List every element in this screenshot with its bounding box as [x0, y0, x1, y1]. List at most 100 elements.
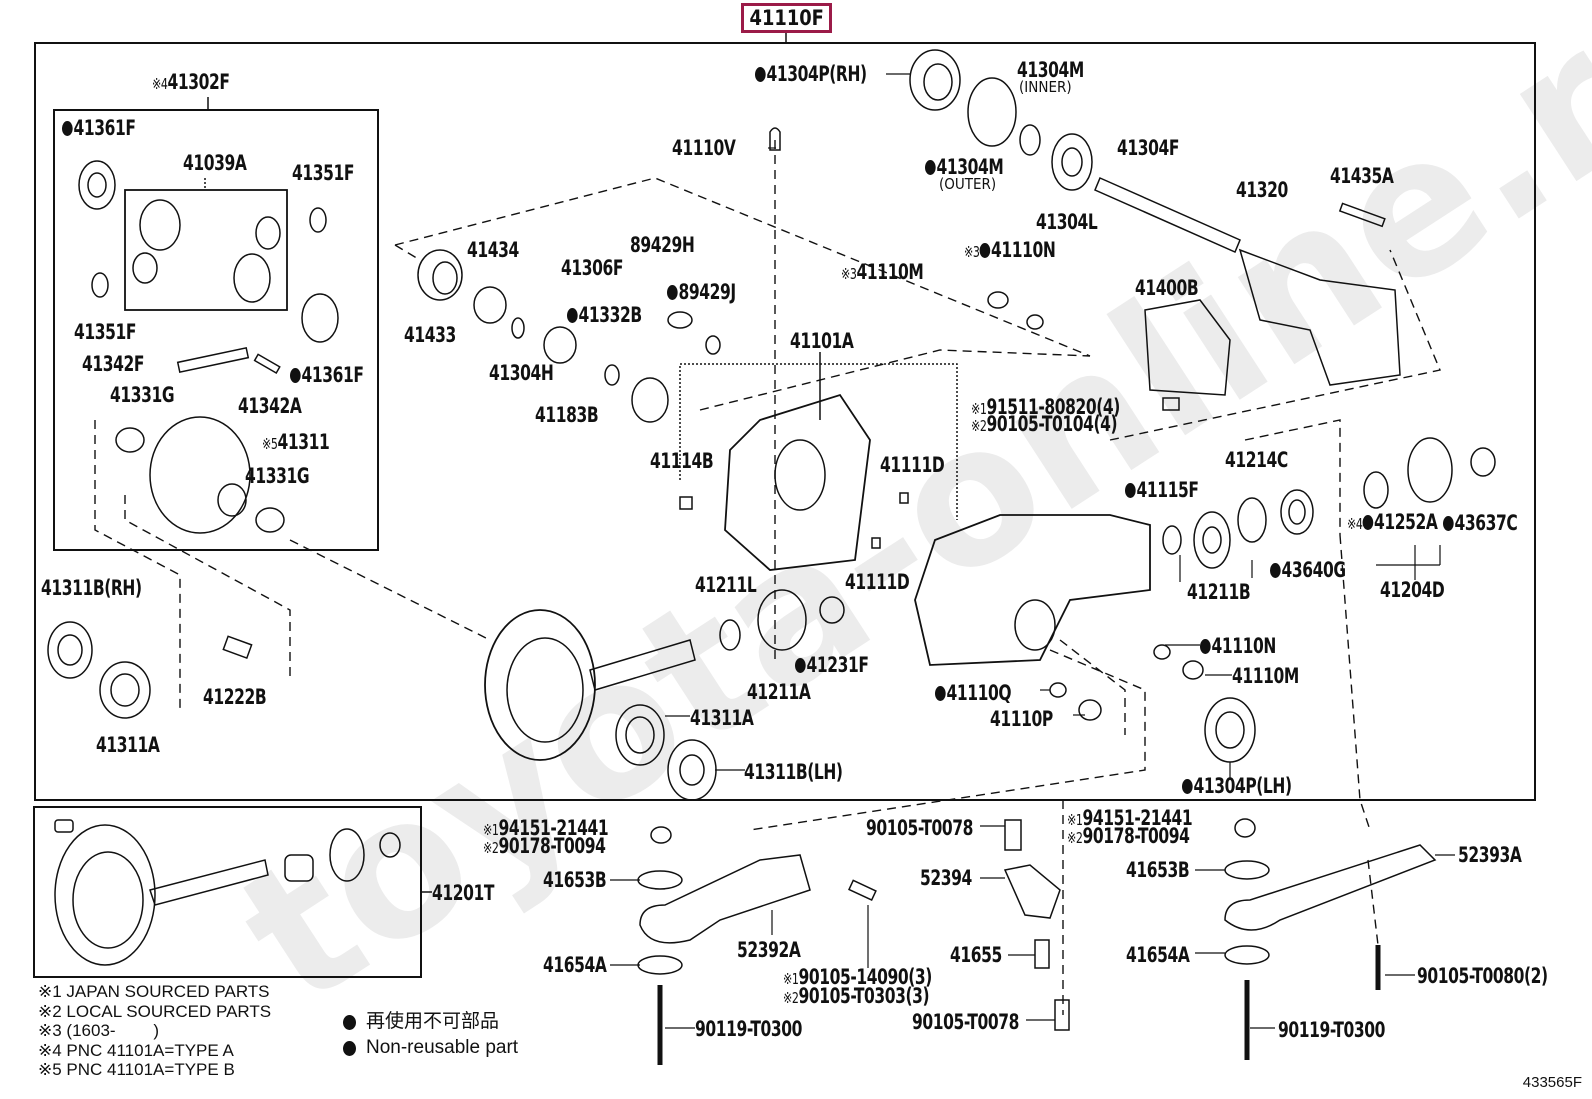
- part-label-41114b[interactable]: 41114B: [650, 451, 714, 472]
- part-label-41304p-rh[interactable]: 41304P(RH): [755, 64, 867, 85]
- part-label-41361f-top[interactable]: 41361F: [62, 118, 136, 139]
- part-label-41351f-top[interactable]: 41351F: [292, 163, 354, 184]
- part-number: 41110Q: [946, 681, 1012, 705]
- part-number: 94151-21441: [498, 816, 609, 840]
- part-label-52394[interactable]: 52394: [920, 868, 972, 889]
- part-label-41111d-top[interactable]: 41111D: [880, 455, 945, 476]
- part-label-41214c[interactable]: 41214C: [1225, 450, 1288, 471]
- part-label-90119-left[interactable]: 90119-T0300: [695, 1019, 802, 1040]
- part-label-41110q[interactable]: 41110Q: [935, 681, 1012, 705]
- footnote-3: ※3 (1603- ): [38, 1021, 160, 1040]
- part-label-41433[interactable]: 41433: [404, 325, 456, 346]
- part-label-43637c[interactable]: 43637C: [1443, 513, 1518, 534]
- part-label-41351f-bot[interactable]: 41351F: [74, 322, 136, 343]
- part-label-91511[interactable]: ※191511-80820(4): [971, 397, 1120, 418]
- part-label-41304m-outer[interactable]: 41304M: [925, 157, 1004, 178]
- assembly-part-number-box[interactable]: 41110F: [741, 3, 832, 33]
- part-number: 41101A: [790, 329, 854, 353]
- part-label-41311b-rh[interactable]: 41311B(RH): [41, 578, 142, 599]
- part-label-41311a-mid[interactable]: 41311A: [690, 708, 754, 729]
- part-label-41311[interactable]: ※541311: [262, 432, 330, 453]
- part-number: 41183B: [535, 403, 599, 427]
- part-label-41654a-left[interactable]: 41654A: [543, 955, 607, 976]
- part-label-41222b[interactable]: 41222B: [203, 687, 267, 708]
- center-parts: [417, 49, 1496, 801]
- footnote-marker: ※5: [262, 435, 278, 453]
- part-label-94151-right[interactable]: ※194151-21441: [1067, 808, 1193, 829]
- part-number: 41115F: [1136, 478, 1199, 502]
- part-label-41434[interactable]: 41434: [467, 240, 519, 261]
- part-label-90105-t0303[interactable]: ※290105-T0303(3): [783, 986, 930, 1007]
- part-label-41654a-right[interactable]: 41654A: [1126, 945, 1190, 966]
- part-number: 41433: [404, 323, 456, 347]
- part-label-94151-left[interactable]: ※194151-21441: [483, 816, 609, 840]
- part-label-90105-t0080[interactable]: 90105-T0080(2): [1417, 966, 1548, 987]
- part-label-41231f[interactable]: 41231F: [795, 655, 869, 676]
- part-label-41101a[interactable]: 41101A: [790, 329, 854, 353]
- part-label-41342a[interactable]: 41342A: [238, 396, 302, 417]
- footnote-marker: ※1: [971, 400, 987, 418]
- part-label-41111d-bot[interactable]: 41111D: [845, 570, 910, 594]
- part-label-41039a[interactable]: 41039A: [183, 153, 247, 174]
- part-number: 91511-80820(4): [986, 395, 1121, 419]
- non-reusable-dot-icon: [290, 368, 301, 383]
- part-label-90105-t0078-bot[interactable]: 90105-T0078: [912, 1012, 1019, 1033]
- part-label-41304f[interactable]: 41304F: [1117, 138, 1179, 159]
- part-label-52393a[interactable]: 52393A: [1458, 845, 1522, 866]
- non-reusable-dot-icon: [567, 308, 578, 323]
- part-label-41331g-top[interactable]: 41331G: [110, 385, 175, 406]
- part-label-41110n-bot[interactable]: 41110N: [1200, 636, 1276, 657]
- part-number: 41110N: [1211, 634, 1276, 658]
- part-label-89429h[interactable]: 89429H: [630, 235, 695, 256]
- part-label-41304l[interactable]: 41304L: [1036, 212, 1098, 233]
- part-label-41110v[interactable]: 41110V: [672, 138, 736, 159]
- part-label-41311b-lh[interactable]: 41311B(LH): [744, 762, 843, 783]
- part-label-41110m-bot[interactable]: 41110M: [1232, 666, 1299, 687]
- part-label-41331g-bot[interactable]: 41331G: [245, 466, 310, 487]
- part-label-41311a-left[interactable]: 41311A: [96, 735, 160, 756]
- part-label-90119-right[interactable]: 90119-T0300: [1278, 1020, 1385, 1041]
- part-label-89429j[interactable]: 89429J: [667, 282, 736, 303]
- part-number: 41655: [950, 943, 1002, 967]
- part-number: 41332B: [578, 303, 642, 327]
- part-label-41302f[interactable]: ※441302F: [152, 72, 230, 93]
- part-number: 41304P(RH): [766, 62, 867, 86]
- part-label-41110p[interactable]: 41110P: [990, 709, 1053, 730]
- part-label-90105-t0104[interactable]: ※290105-T0104(4): [971, 414, 1118, 435]
- part-label-41110m-top[interactable]: ※341110M: [841, 262, 924, 283]
- part-label-90178-right[interactable]: ※290178-T0094: [1067, 826, 1190, 847]
- part-number: 41351F: [74, 320, 137, 344]
- part-label-41361f-bot[interactable]: 41361F: [290, 365, 364, 386]
- part-label-41183b[interactable]: 41183B: [535, 403, 599, 427]
- part-label-41211b[interactable]: 41211B: [1187, 582, 1251, 603]
- part-label-41211a[interactable]: 41211A: [747, 682, 811, 703]
- part-label-41653b-right[interactable]: 41653B: [1126, 860, 1190, 881]
- part-label-41400b[interactable]: 41400B: [1135, 278, 1199, 299]
- part-label-41201t[interactable]: 41201T: [432, 883, 494, 904]
- part-label-52392a[interactable]: 52392A: [737, 940, 801, 961]
- footnote-marker: ※4: [152, 75, 168, 93]
- part-label-41306f[interactable]: 41306F: [561, 258, 623, 279]
- footnote-marker: ※1: [483, 821, 499, 839]
- part-label-41204d[interactable]: 41204D: [1380, 580, 1445, 601]
- part-label-41115f[interactable]: 41115F: [1125, 480, 1199, 501]
- part-label-41304p-lh[interactable]: 41304P(LH): [1182, 776, 1292, 797]
- part-number: 41111D: [845, 570, 910, 594]
- part-label-90105-14090[interactable]: ※190105-14090(3): [783, 967, 932, 988]
- part-label-43640g[interactable]: 43640G: [1270, 560, 1346, 581]
- part-label-41320[interactable]: 41320: [1236, 180, 1288, 201]
- part-label-41655[interactable]: 41655: [950, 945, 1002, 966]
- part-label-41435a[interactable]: 41435A: [1330, 166, 1394, 187]
- part-label-90178-left[interactable]: ※290178-T0094: [483, 836, 606, 857]
- pinion-gear-box: [124, 189, 288, 311]
- part-label-41211l[interactable]: 41211L: [695, 575, 757, 596]
- part-label-41304h[interactable]: 41304H: [489, 363, 554, 384]
- non-reusable-dot-icon: [1125, 483, 1136, 498]
- part-label-41653b-left[interactable]: 41653B: [543, 870, 607, 891]
- part-label-41332b[interactable]: 41332B: [567, 305, 642, 326]
- part-label-90105-t0078-top[interactable]: 90105-T0078: [866, 818, 973, 839]
- part-label-41342f[interactable]: 41342F: [82, 354, 144, 375]
- part-label-41304m-inner[interactable]: 41304M: [1017, 60, 1084, 81]
